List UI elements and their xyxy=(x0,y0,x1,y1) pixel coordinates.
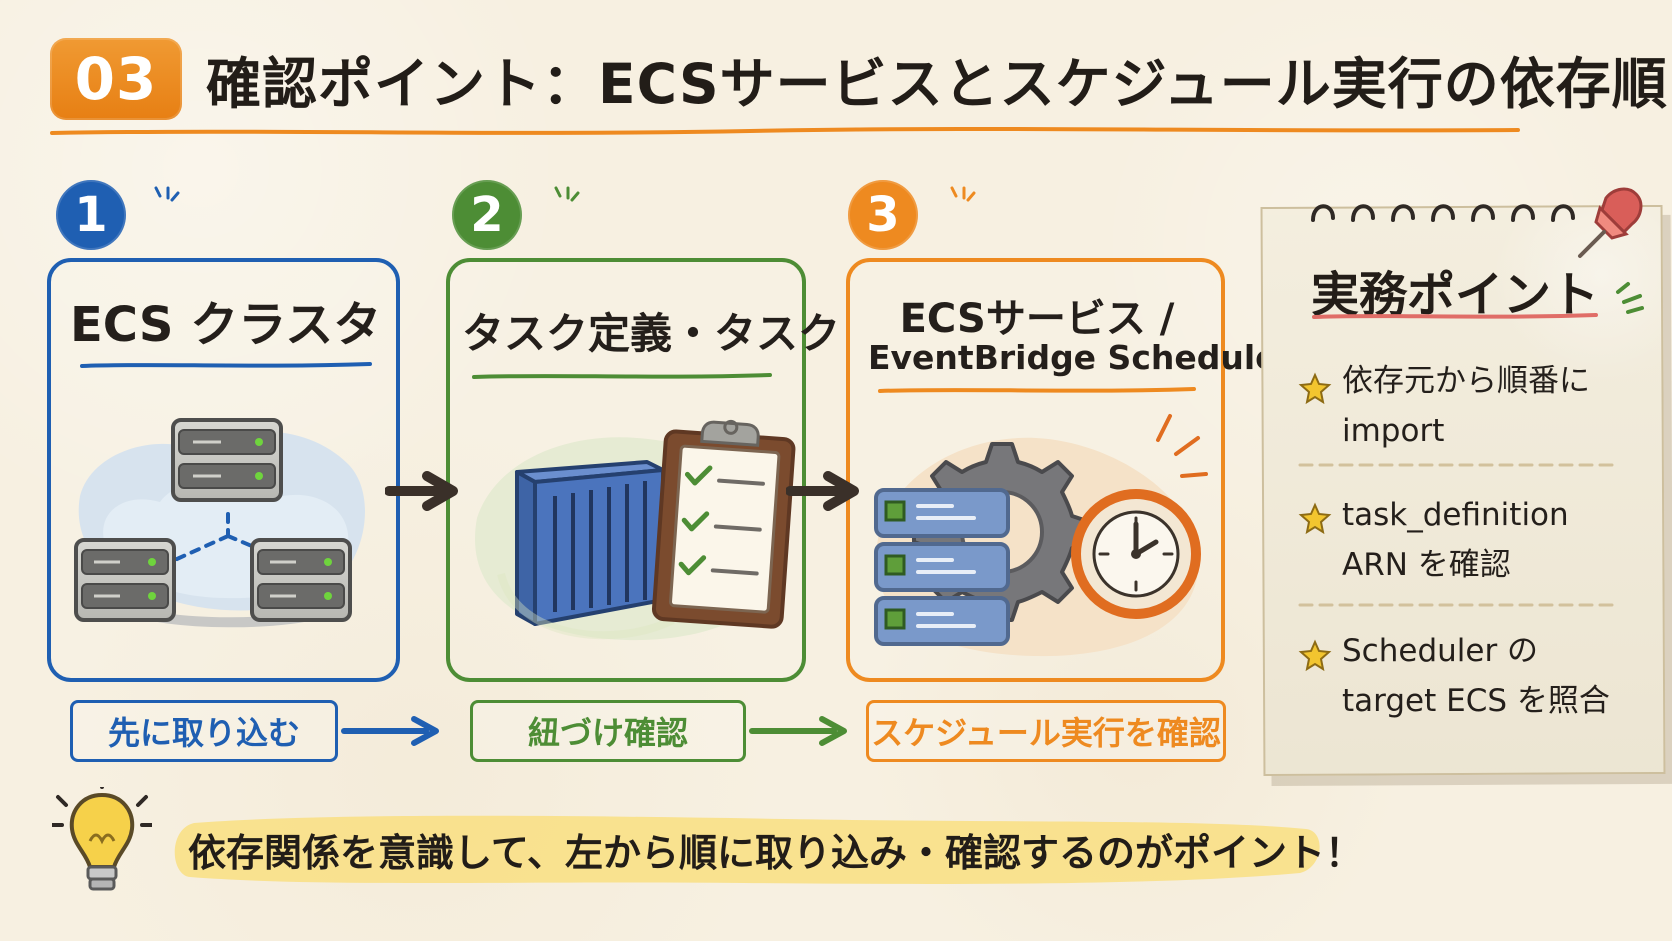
arrow-right-icon xyxy=(385,471,458,511)
step-2-note: 紐づけ確認 xyxy=(470,700,746,762)
note-divider xyxy=(1298,463,1616,467)
note-divider xyxy=(1298,603,1616,607)
note-item: 依存元から順番に import xyxy=(1342,363,1590,449)
step-3-title-underline xyxy=(878,387,1196,393)
step-2-badge: 2 xyxy=(452,180,522,250)
step-1-note: 先に取り込む xyxy=(70,700,338,762)
note-title-underline xyxy=(1312,313,1598,319)
step-3-title-line-1: ECSサービス / xyxy=(899,296,1175,342)
spark-icon xyxy=(554,186,580,202)
page-title: 確認ポイント：ECSサービスとスケジュール実行の依存順 xyxy=(206,52,1668,116)
section-number-badge: 03 xyxy=(50,38,182,120)
step-1-title-underline xyxy=(80,362,372,368)
note-item: task_definition ARN を確認 xyxy=(1342,497,1569,583)
step-2-title: タスク定義・タスク xyxy=(462,309,841,358)
footer-highlight xyxy=(174,815,1320,884)
gear-server-clock-icon xyxy=(874,414,1208,657)
step-1-badge: 1 xyxy=(56,180,126,250)
title-underline xyxy=(50,126,1520,135)
note-item: Scheduler の target ECS を照合 xyxy=(1342,633,1610,719)
lightbulb-icon xyxy=(52,787,152,891)
section-number-text: 03 xyxy=(74,45,158,113)
star-icon xyxy=(1298,372,1332,405)
spark-icon xyxy=(950,186,976,202)
arrow-right-icon xyxy=(749,716,847,746)
spiral-binding-icon xyxy=(1311,204,1575,222)
step-2-title-underline xyxy=(472,373,772,379)
star-icon xyxy=(1298,639,1332,672)
step-3-badge: 3 xyxy=(848,180,918,250)
arrow-right-icon xyxy=(341,716,439,746)
pushpin-icon xyxy=(1578,187,1643,258)
container-checklist-icon xyxy=(474,419,796,641)
server-cluster-icon xyxy=(74,418,366,628)
footer-message: 依存関係を意識して、左から順に取り込み・確認するのがポイント！ xyxy=(188,831,1363,875)
star-icon xyxy=(1298,502,1332,535)
spark-icon xyxy=(1616,282,1644,314)
step-3-note: スケジュール実行を確認 xyxy=(866,700,1226,762)
step-1-title: ECS クラスタ xyxy=(70,297,382,353)
spark-icon xyxy=(154,186,180,202)
note-title: 実務ポイント xyxy=(1310,267,1599,323)
arrow-right-icon xyxy=(786,471,859,511)
step-3-title-line-2: EventBridge Scheduler xyxy=(868,338,1294,377)
